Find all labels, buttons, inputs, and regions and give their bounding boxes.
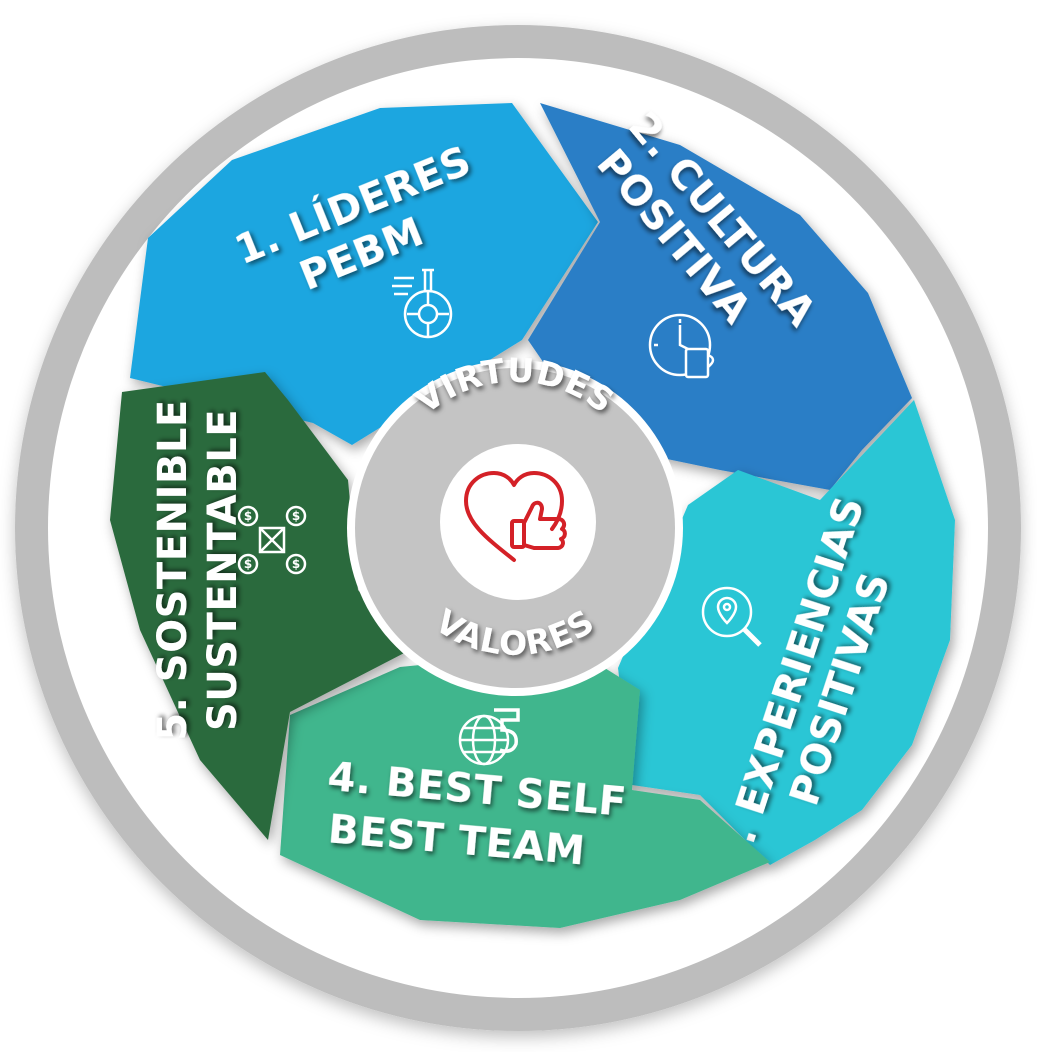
heart-thumbs-up-icon: [464, 471, 567, 562]
globe-five-icon: [458, 708, 520, 766]
svg-text:$: $: [292, 557, 300, 571]
segment-5-line-1: 5. SOSTENIBLE: [150, 399, 196, 740]
flask-lab-icon: [392, 268, 453, 339]
segment-sostenible-sustentable: 5. SOSTENIBLE SUSTENTABLE $ $ $ $: [110, 372, 410, 840]
segment-lideres-pebm: 1. LÍDERES PEBM: [130, 103, 598, 445]
segment-experiencias-positivas: 3. EXPERIENCIAS POSITIVAS: [618, 400, 955, 876]
svg-text:$: $: [244, 557, 252, 571]
location-search-icon: [701, 586, 762, 647]
segment-5-line-2: SUSTENTABLE: [200, 409, 246, 731]
svg-text:$: $: [292, 509, 300, 523]
clock-coffee-icon: [648, 313, 715, 379]
money-network-icon: $ $ $ $: [237, 505, 307, 575]
segment-5-label: 5. SOSTENIBLE SUSTENTABLE: [150, 399, 246, 740]
segment-best-self-best-team: 4. BEST SELF BEST TEAM: [280, 660, 770, 928]
svg-text:$: $: [244, 509, 252, 523]
